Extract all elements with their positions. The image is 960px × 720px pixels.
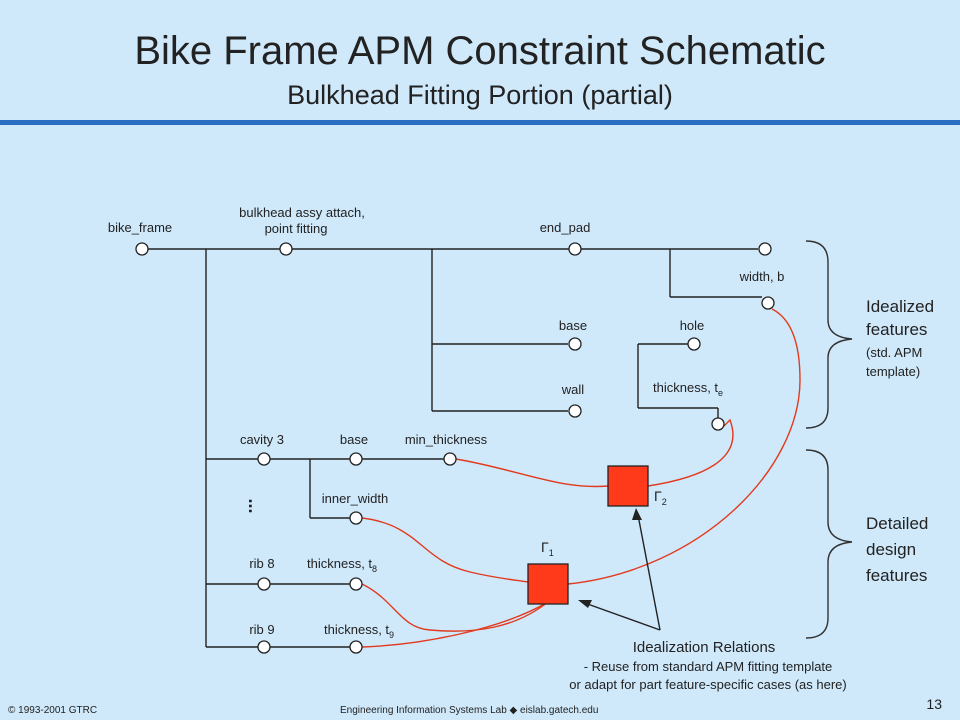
label-end-pad: end_pad	[540, 220, 591, 235]
relation-box-gamma1[interactable]	[527, 563, 569, 605]
footer-copyright: © 1993-2001 GTRC	[8, 705, 98, 716]
idealized-note-2: template)	[866, 364, 920, 379]
label-cavity3: cavity 3	[240, 432, 284, 447]
relations-line2: or adapt for part feature-specific cases…	[569, 677, 846, 692]
idealized-label-1: Idealized	[866, 297, 934, 316]
label-thickness-te: thickness, te	[653, 380, 723, 398]
label-base-top: base	[559, 318, 587, 333]
label-thickness-t9: thickness, t9	[324, 622, 394, 640]
label-gamma1: Γ1	[541, 539, 554, 558]
label-base-cavity: base	[340, 432, 368, 447]
label-hole: hole	[680, 318, 705, 333]
node-width[interactable]	[761, 296, 775, 310]
idealized-note-1: (std. APM	[866, 345, 922, 360]
label-rib9: rib 9	[249, 622, 274, 637]
label-gamma2: Γ2	[654, 488, 667, 507]
slide-subtitle: Bulkhead Fitting Portion (partial)	[287, 80, 673, 110]
detailed-label-3: features	[866, 566, 927, 585]
page-number: 13	[926, 696, 942, 712]
label-inner-width: inner_width	[322, 491, 389, 506]
detailed-label-1: Detailed	[866, 514, 928, 533]
node-bike-frame[interactable]	[135, 242, 149, 256]
node-cavity3[interactable]	[257, 452, 271, 466]
label-thickness-t8: thickness, t8	[307, 556, 377, 574]
node-base-top[interactable]	[568, 337, 582, 351]
node-end-pad[interactable]	[568, 242, 582, 256]
node-thickness-t8[interactable]	[349, 577, 363, 591]
label-bulkhead-line2: point fitting	[265, 221, 328, 236]
label-bike-frame: bike_frame	[108, 220, 172, 235]
node-end-pad-end[interactable]	[758, 242, 772, 256]
relation-links	[361, 308, 801, 648]
label-bulkhead-line1: bulkhead assy attach,	[239, 205, 365, 220]
idealized-label-2: features	[866, 320, 927, 339]
relation-box-gamma2[interactable]	[607, 465, 649, 507]
title-block: Bike Frame APM Constraint Schematic Bulk…	[0, 28, 960, 111]
relation-arrows	[578, 508, 661, 631]
node-base-cavity[interactable]	[349, 452, 363, 466]
label-rib8: rib 8	[249, 556, 274, 571]
label-ellipsis: ...	[245, 498, 265, 513]
node-inner-width[interactable]	[349, 511, 363, 525]
relations-heading: Idealization Relations	[633, 639, 776, 656]
footer-lab: Engineering Information Systems Lab ◆ ei…	[340, 705, 599, 716]
nodes	[135, 242, 775, 654]
relations-line1: - Reuse from standard APM fitting templa…	[584, 659, 833, 674]
label-wall: wall	[561, 382, 585, 397]
node-min-thickness[interactable]	[443, 452, 457, 466]
node-bulkhead-fitting[interactable]	[279, 242, 293, 256]
brace-detailed	[805, 449, 853, 639]
node-hole[interactable]	[687, 337, 701, 351]
node-thickness-t9[interactable]	[349, 640, 363, 654]
brace-idealized	[805, 240, 853, 429]
label-width: width, b	[739, 269, 785, 284]
label-min-thickness: min_thickness	[405, 432, 488, 447]
slide-title: Bike Frame APM Constraint Schematic	[134, 29, 826, 73]
schematic-wires	[148, 248, 762, 648]
title-divider	[0, 120, 960, 125]
detailed-label-2: design	[866, 540, 916, 559]
node-rib8[interactable]	[257, 577, 271, 591]
node-rib9[interactable]	[257, 640, 271, 654]
node-thickness-te[interactable]	[711, 417, 725, 431]
node-wall[interactable]	[568, 404, 582, 418]
